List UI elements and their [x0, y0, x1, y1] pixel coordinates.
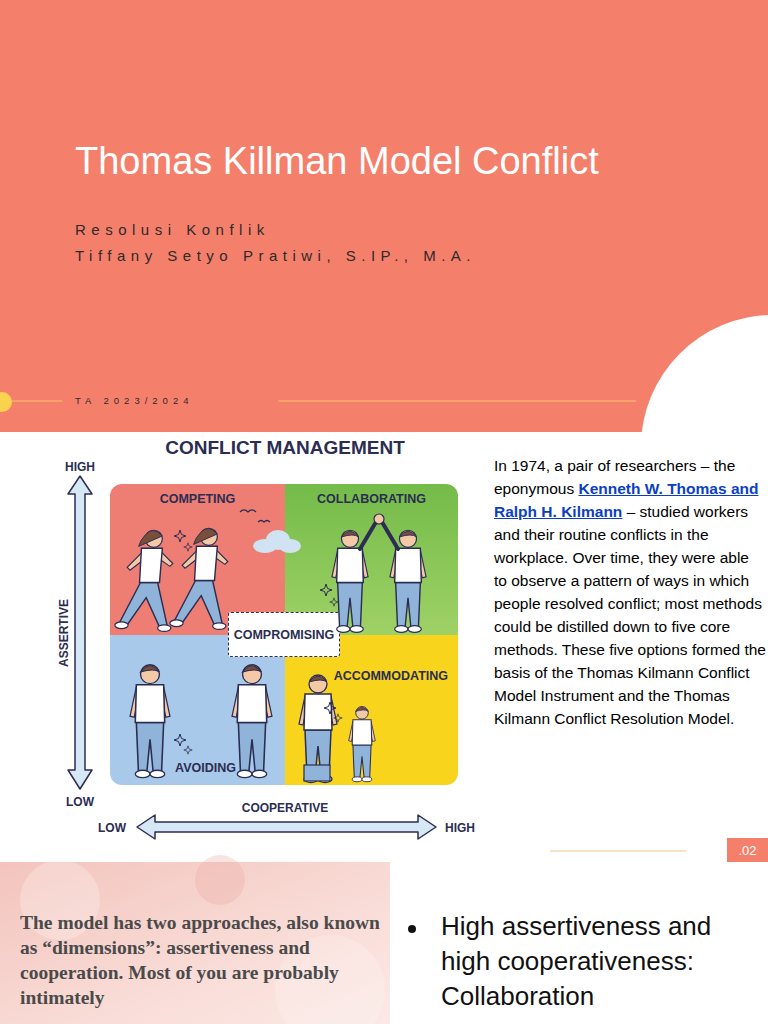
raised-arm — [382, 522, 398, 549]
bullet-dot — [408, 925, 416, 933]
overlay-text: The model has two approaches, also known… — [20, 910, 382, 1010]
node-label: COMPROMISING — [234, 628, 335, 642]
text-panel — [390, 862, 768, 1024]
page-number-box: .02 — [727, 838, 768, 862]
sparkle — [334, 714, 342, 722]
bird-symbol — [258, 521, 270, 523]
accent-dot — [0, 392, 12, 412]
rule-line — [278, 401, 636, 402]
sparkle — [184, 543, 192, 551]
person-figure — [299, 675, 337, 783]
step-block — [304, 765, 330, 781]
avoiding-quadrant: AVOIDING — [110, 635, 285, 785]
person-figure — [390, 530, 426, 632]
content-slide-background — [0, 432, 768, 862]
title-slide-background — [0, 0, 768, 432]
compromising-box: COMPROMISING — [228, 612, 340, 657]
subtitle-text: Resolusi Konflik — [75, 221, 725, 238]
bullet-text: High assertiveness and high cooperativen… — [441, 909, 763, 1014]
cloud-symbol — [253, 530, 301, 553]
axis-title: ASSERTIVE — [57, 573, 71, 693]
axis-label: HIGH — [430, 821, 490, 835]
running-figure — [170, 528, 228, 629]
author-text: Tiffany Setyo Pratiwi, S.IP., M.A. — [75, 247, 755, 264]
axis-label: LOW — [50, 795, 110, 809]
kneeling-figure — [349, 707, 376, 782]
axis-title: COOPERATIVE — [215, 801, 355, 815]
corner-circle — [641, 315, 768, 432]
body-text: – studied workers and their routine conf… — [494, 503, 766, 727]
axis-label: LOW — [82, 821, 142, 835]
sparkle — [174, 530, 186, 542]
corner-decoration — [641, 315, 768, 432]
year-text: TA 2023/2024 — [75, 395, 375, 406]
sparkle — [320, 584, 332, 596]
assertive-axis-arrow — [68, 476, 92, 789]
accommodating-quadrant: ACCOMMODATING — [285, 635, 458, 785]
sparkle — [184, 746, 192, 754]
sparkle — [174, 734, 186, 746]
running-figure — [115, 530, 173, 631]
rule-line — [550, 851, 686, 852]
bird-symbol — [240, 510, 256, 512]
bokeh-circle — [195, 855, 245, 905]
node-label: COMPETING — [160, 492, 236, 506]
node-label: AVOIDING — [175, 761, 236, 775]
chart-heading: CONFLICT MANAGEMENT — [135, 437, 435, 459]
node-label: .02 — [738, 843, 756, 858]
high-five-hands — [374, 514, 384, 524]
person-figure — [130, 665, 170, 778]
slide-title: Thomas Killman Model Conflict — [75, 140, 755, 183]
person-figure — [332, 530, 368, 632]
person-figure — [232, 665, 272, 778]
sparkle — [324, 702, 336, 714]
node-label: COLLABORATING — [317, 492, 426, 506]
raised-arm — [360, 522, 376, 549]
node-label: ACCOMMODATING — [334, 669, 448, 683]
paragraph-block: In 1974, a pair of researchers – the epo… — [494, 454, 766, 730]
sparkle — [330, 598, 338, 606]
cooperative-axis-arrow — [137, 815, 436, 839]
axis-label: HIGH — [50, 460, 110, 474]
